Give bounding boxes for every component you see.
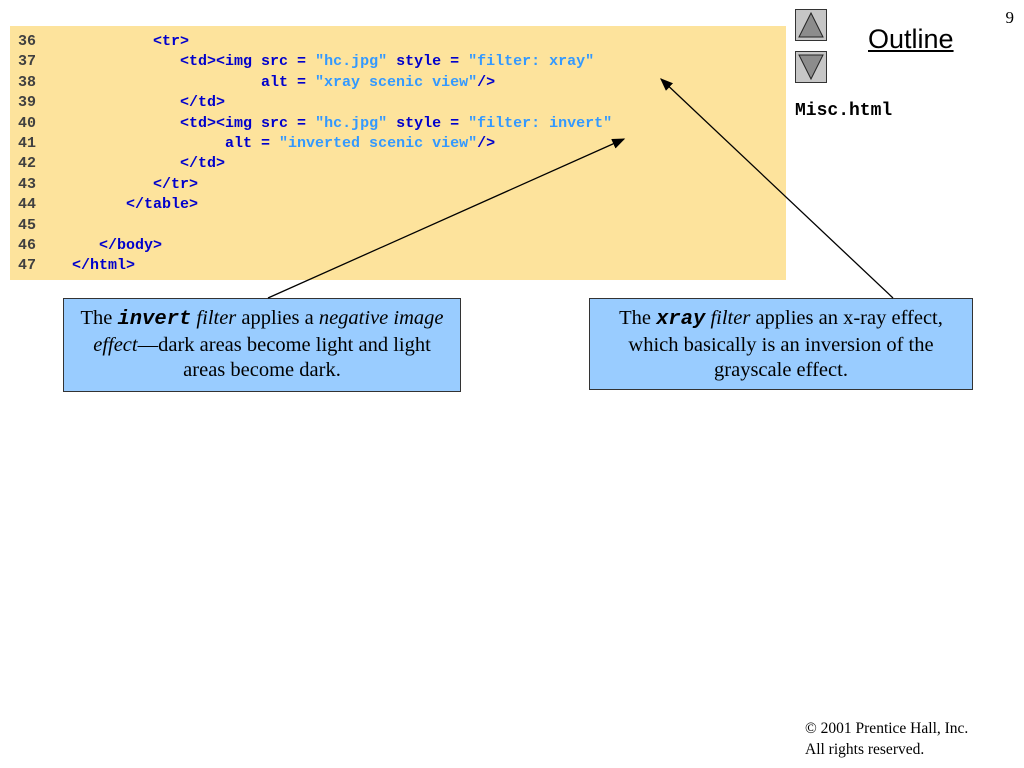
file-name: Misc.html — [795, 101, 893, 121]
code-text: </td> — [72, 154, 225, 174]
line-number: 43 — [18, 175, 37, 193]
page-number: 9 — [1005, 8, 1015, 27]
code-tag: style = — [387, 114, 469, 132]
footer: © 2001 Prentice Hall, Inc. All rights re… — [805, 718, 968, 760]
code-string: "hc.jpg" — [315, 114, 388, 132]
code-text: <tr> — [72, 32, 189, 52]
code-line: 38 alt = "xray scenic view"/> — [10, 73, 786, 93]
code-tag: style = — [387, 53, 469, 71]
code-tag: </table> — [126, 196, 199, 214]
line-number: 36 — [18, 33, 37, 50]
code-listing: 36 <tr>37 <td><img src = "hc.jpg" style … — [10, 26, 786, 280]
code-tag: /> — [477, 73, 496, 91]
code-indent — [72, 115, 180, 132]
code-line: 43 </tr> — [10, 175, 786, 195]
code-tag: <td><img src = — [180, 114, 316, 132]
callout-filter-word: filter — [710, 307, 751, 329]
code-indent — [72, 135, 225, 152]
code-text: <td><img src = "hc.jpg" style = "filter:… — [72, 52, 594, 72]
code-tag: </html> — [72, 257, 136, 275]
code-line: 37 <td><img src = "hc.jpg" style = "filt… — [10, 52, 786, 72]
line-number: 40 — [18, 114, 37, 132]
callout-text: The — [619, 307, 657, 329]
code-tag: alt = — [261, 73, 316, 91]
code-indent — [72, 94, 180, 111]
triangle-down-icon — [798, 54, 824, 81]
callout-keyword: xray — [656, 308, 706, 331]
code-line: 42 </td> — [10, 154, 786, 174]
code-string: "filter: invert" — [468, 114, 613, 132]
code-string: "xray scenic view" — [315, 73, 478, 91]
code-line: 46 </body> — [10, 236, 786, 256]
line-number: 46 — [18, 236, 37, 254]
code-indent — [72, 237, 99, 254]
code-line: 41 alt = "inverted scenic view"/> — [10, 134, 786, 154]
code-text: <td><img src = "hc.jpg" style = "filter:… — [72, 114, 612, 134]
code-tag: alt = — [225, 134, 280, 152]
line-number: 47 — [18, 257, 37, 275]
code-text: </tr> — [72, 175, 198, 195]
code-line: 45 — [10, 216, 786, 236]
code-text: </html> — [72, 256, 135, 276]
callout-keyword: invert — [117, 308, 192, 331]
code-indent — [72, 155, 180, 172]
code-tag: </td> — [180, 155, 226, 173]
code-text: </table> — [72, 195, 198, 215]
line-number: 45 — [18, 216, 37, 234]
code-tag: <td><img src = — [180, 53, 316, 71]
code-tag: <tr> — [153, 33, 190, 50]
line-number: 39 — [18, 94, 37, 112]
copyright-text: © 2001 Prentice Hall, Inc. — [805, 720, 969, 737]
previous-slide-button[interactable] — [795, 9, 827, 41]
callout-text: —dark areas become light and light areas… — [137, 333, 431, 382]
code-indent — [72, 53, 180, 70]
triangle-up-icon — [798, 11, 824, 38]
code-string: "hc.jpg" — [315, 53, 388, 71]
code-text: </body> — [72, 236, 162, 256]
code-line: 47 </html> — [10, 256, 786, 276]
callout-emphasis: negative image effect — [93, 307, 444, 356]
line-number: 42 — [18, 155, 37, 173]
callout-text: applies an x-ray effect, which basically… — [628, 307, 943, 382]
next-slide-button[interactable] — [795, 51, 827, 83]
invert-callout: The invert filter applies a negative ima… — [63, 298, 461, 392]
code-indent — [72, 33, 153, 50]
outline-link[interactable]: Outline — [868, 24, 954, 54]
code-line: 40 <td><img src = "hc.jpg" style = "filt… — [10, 114, 786, 134]
code-string: "filter: xray" — [468, 53, 595, 71]
rights-text: All rights reserved. — [805, 741, 925, 758]
xray-callout: The xray filter applies an x-ray effect,… — [589, 298, 973, 390]
code-text: </td> — [72, 93, 225, 113]
code-string: "inverted scenic view" — [279, 134, 478, 152]
line-number: 44 — [18, 196, 37, 214]
code-tag: </td> — [180, 94, 226, 112]
callout-text: applies a — [236, 307, 319, 329]
code-line: 39 </td> — [10, 93, 786, 113]
code-tag: </tr> — [153, 175, 199, 193]
code-line: 36 <tr> — [10, 32, 786, 52]
callout-text: The — [80, 307, 118, 329]
code-indent — [72, 196, 126, 213]
line-number: 41 — [18, 134, 37, 152]
line-number: 37 — [18, 53, 37, 71]
code-text: alt = "xray scenic view"/> — [72, 73, 495, 93]
code-tag: </body> — [99, 236, 163, 254]
code-text: alt = "inverted scenic view"/> — [72, 134, 495, 154]
callout-filter-word: filter — [196, 307, 237, 329]
code-indent — [72, 74, 261, 91]
code-line: 44 </table> — [10, 195, 786, 215]
code-tag: /> — [477, 134, 496, 152]
line-number: 38 — [18, 73, 37, 91]
code-indent — [72, 176, 153, 193]
